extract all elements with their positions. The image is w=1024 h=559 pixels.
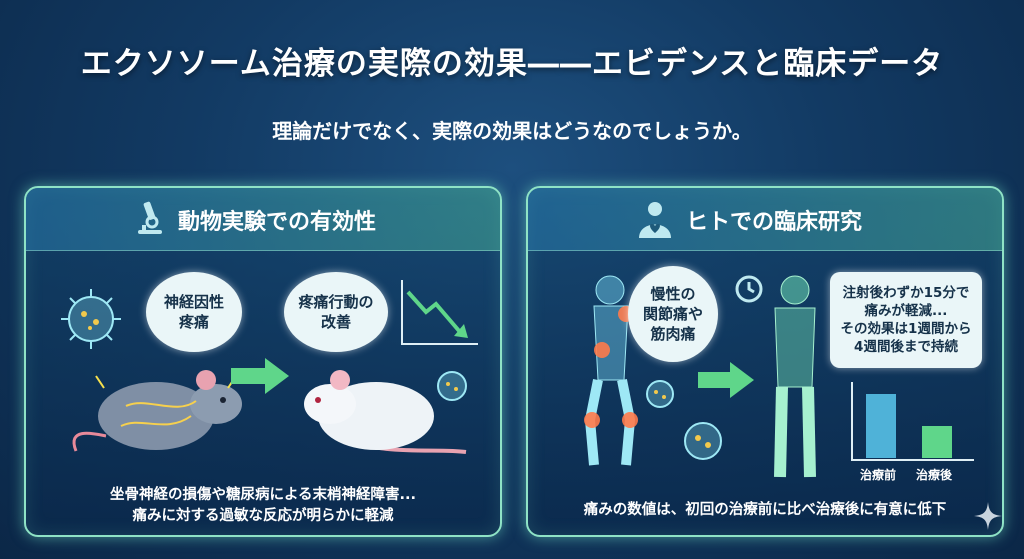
person-heart-icon bbox=[636, 200, 674, 244]
human-panel-title: ヒトでの臨床研究 bbox=[686, 210, 863, 235]
human-caption: 痛みの数値は、初回の治療前に比べ治療後に有意に低下 bbox=[583, 502, 947, 518]
human-study-panel: ヒトでの臨床研究 慢性の 関節痛や 筋肉痛 注射後わずか15分で 痛みが軽減..… bbox=[526, 186, 1004, 537]
virus-icon bbox=[684, 422, 722, 460]
page-subtitle: 理論だけでなく、実際の効果はどうなのでしょうか。 bbox=[272, 119, 752, 143]
animal-panel-header: 動物実験での有効性 bbox=[26, 188, 500, 251]
bar-after-treatment bbox=[922, 426, 952, 458]
animal-caption-line1: 坐骨神経の損傷や糖尿病による末梢神経障害... bbox=[109, 487, 417, 503]
virus-icon bbox=[646, 380, 674, 408]
neuropathic-pain-bubble: 神経因性 疼痛 bbox=[146, 272, 242, 352]
bar-label-after: 治療後 bbox=[916, 468, 953, 482]
chronic-pain-bubble: 慢性の 関節痛や 筋肉痛 bbox=[628, 266, 718, 362]
clock-icon bbox=[735, 275, 763, 303]
declining-chart-icon bbox=[401, 280, 478, 345]
bar-label-before: 治療前 bbox=[860, 468, 897, 482]
pain-score-chart bbox=[851, 382, 974, 461]
pain-behavior-improvement-bubble: 疼痛行動の 改善 bbox=[284, 272, 388, 352]
human-panel-header: ヒトでの臨床研究 bbox=[528, 188, 1002, 251]
rat-with-pain-illustration bbox=[72, 370, 242, 452]
microscope-icon bbox=[132, 200, 168, 242]
animal-caption-line2: 痛みに対する過敏な反応が明らかに軽減 bbox=[132, 508, 394, 524]
effect-duration-bubble: 注射後わずか15分で 痛みが軽減... その効果は1週間から 4週間後まで持続 bbox=[830, 272, 982, 368]
healthy-rat-illustration bbox=[304, 370, 467, 454]
person-in-pain-illustration bbox=[584, 275, 638, 466]
recovery-arrow-icon bbox=[698, 362, 754, 398]
animal-study-panel: 動物実験での有効性 神経因性 疼痛 疼痛行動の 改善 bbox=[24, 186, 502, 537]
healthy-person-illustration bbox=[774, 275, 816, 478]
animal-panel-title: 動物実験での有効性 bbox=[178, 210, 377, 235]
bar-before-treatment bbox=[866, 394, 896, 458]
sparkle-icon bbox=[974, 502, 1002, 530]
virus-icon bbox=[61, 289, 121, 349]
chart-axis bbox=[851, 382, 974, 461]
improvement-arrow-icon bbox=[231, 358, 289, 394]
page-title: エクソソーム治療の実際の効果――エビデンスと臨床データ bbox=[80, 46, 944, 82]
virus-icon bbox=[437, 371, 467, 401]
